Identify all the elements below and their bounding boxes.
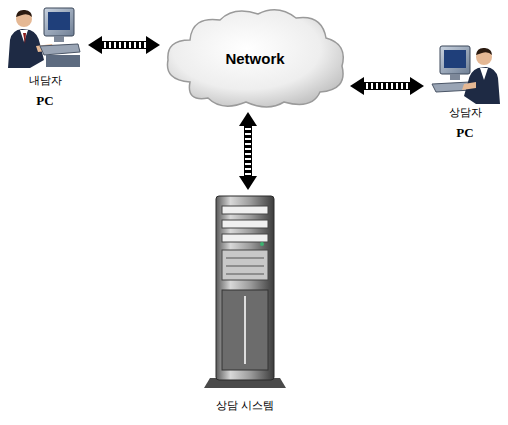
connector-line bbox=[245, 125, 252, 177]
arrow-head bbox=[410, 77, 424, 95]
arrow-head bbox=[88, 36, 102, 54]
server-node: 상담 시스템 bbox=[190, 190, 300, 415]
client-node: 내담자 PC bbox=[2, 2, 88, 112]
connector-line bbox=[101, 42, 147, 49]
counselor-pc-icon bbox=[432, 46, 500, 104]
counselor-node: 상담자 PC bbox=[424, 42, 506, 144]
connector-arrow bbox=[350, 77, 424, 95]
role-label: 내담자 bbox=[29, 73, 62, 88]
device-label: PC bbox=[36, 92, 53, 110]
connector-arrow bbox=[239, 112, 257, 190]
connector-arrow bbox=[88, 36, 160, 54]
network-cloud: Network bbox=[160, 4, 350, 112]
device-label: PC bbox=[456, 124, 473, 142]
arrow-head bbox=[239, 176, 257, 190]
cloud-label: Network bbox=[225, 50, 284, 67]
connector-line bbox=[363, 83, 411, 90]
role-label: 상담 시스템 bbox=[216, 398, 275, 413]
arrow-head bbox=[239, 112, 257, 126]
client-pc-icon bbox=[8, 8, 80, 68]
arrow-head bbox=[350, 77, 364, 95]
arrow-head bbox=[146, 36, 160, 54]
role-label: 상담자 bbox=[449, 105, 482, 120]
server-icon bbox=[204, 196, 286, 388]
